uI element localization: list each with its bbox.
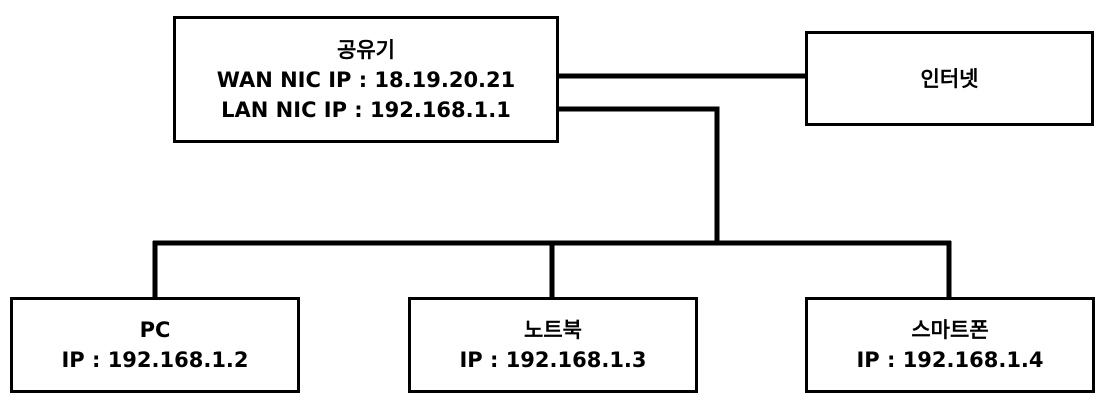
pc-name: PC <box>139 318 171 342</box>
laptop-node: 노트북 IP : 192.168.1.3 <box>408 297 698 393</box>
router-lan-ip: LAN NIC IP : 192.168.1.1 <box>221 97 511 122</box>
internet-node: 인터넷 <box>805 31 1094 126</box>
phone-name: 스마트폰 <box>911 318 989 342</box>
router-wan-ip: WAN NIC IP : 18.19.20.21 <box>216 67 516 92</box>
lan-uplink <box>559 106 720 243</box>
router-name: 공유기 <box>337 37 395 62</box>
phone-ip: IP : 192.168.1.4 <box>856 348 1044 372</box>
internet-name: 인터넷 <box>920 66 979 91</box>
pc-ip: IP : 192.168.1.2 <box>61 348 249 372</box>
phone-node: 스마트폰 IP : 192.168.1.4 <box>805 297 1095 393</box>
router-node: 공유기 WAN NIC IP : 18.19.20.21 LAN NIC IP … <box>173 16 559 143</box>
laptop-name: 노트북 <box>524 318 582 342</box>
laptop-ip: IP : 192.168.1.3 <box>459 348 647 372</box>
pc-node: PC IP : 192.168.1.2 <box>10 297 300 393</box>
